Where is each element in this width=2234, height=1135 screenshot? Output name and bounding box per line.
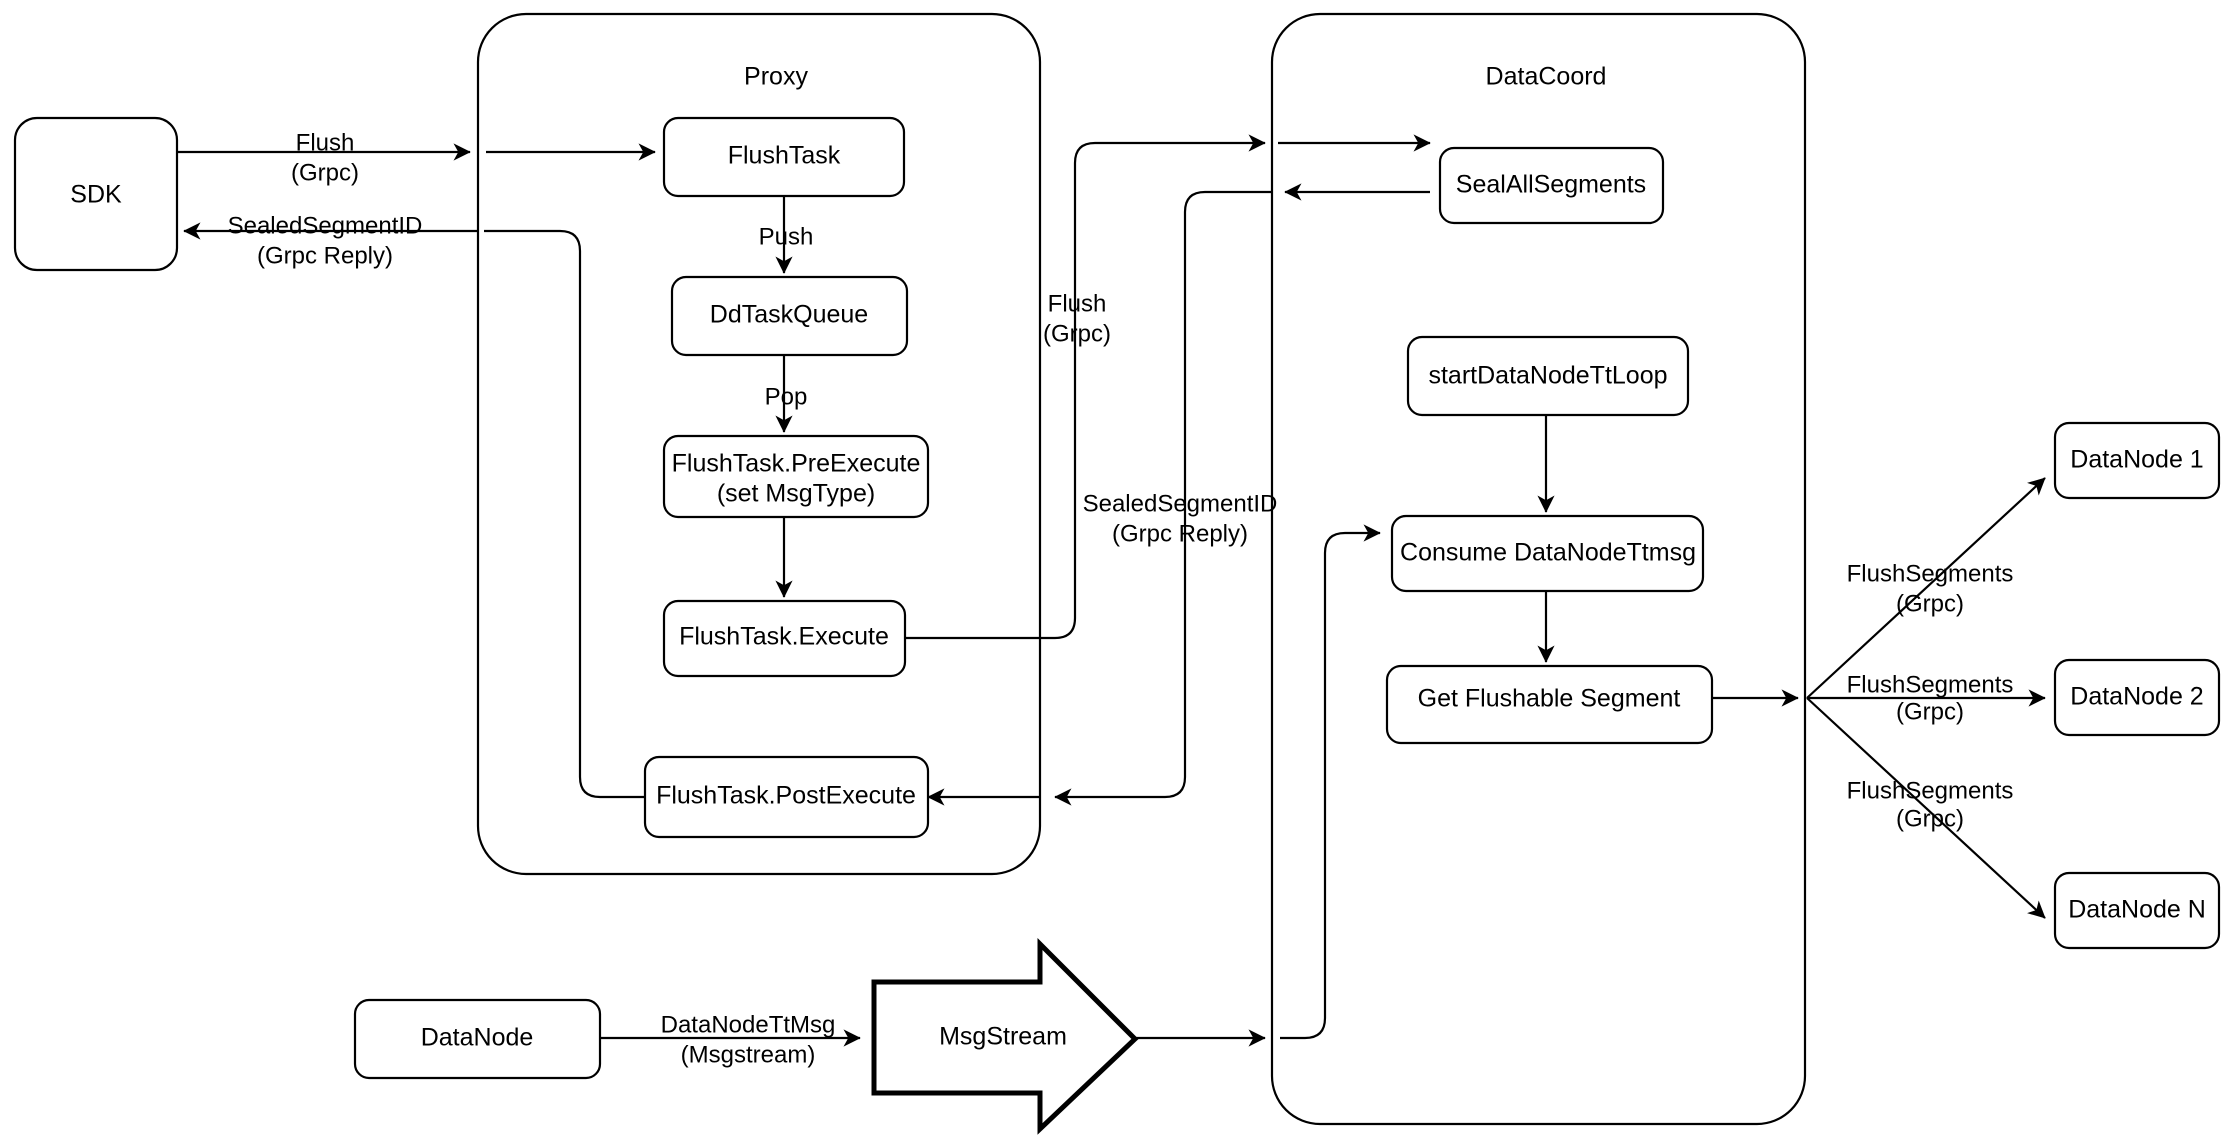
node-startdatanodettloop[interactable]: startDataNodeTtLoop (1406, 335, 1690, 417)
preexecute-label-line2: (set MsgType) (717, 480, 875, 508)
ddtaskqueue-box[interactable] (670, 275, 909, 357)
node-ddtaskqueue[interactable]: DdTaskQueue (670, 275, 909, 357)
datacoord-container-outline (1270, 12, 1807, 1126)
datanode-source-label: DataNode (421, 1024, 534, 1052)
label-pop: Pop (765, 383, 808, 410)
edge-hub-to-datanode1 (1806, 477, 2046, 699)
node-datanode-2[interactable]: DataNode 2 (2053, 658, 2221, 737)
preexecute-box[interactable] (662, 434, 930, 519)
container-datacoord: DataCoord (1270, 12, 1807, 1126)
label-flushsegments-n-line1: FlushSegments (1847, 777, 2014, 804)
label-datanodettmsg-line1: DataNodeTtMsg (661, 1011, 836, 1038)
node-flushtask-execute[interactable]: FlushTask.Execute (662, 599, 907, 678)
consume-datanodettmsg-box[interactable] (1390, 514, 1705, 593)
node-get-flushable-segment[interactable]: Get Flushable Segment (1385, 664, 1714, 745)
label-sdk-reply-line1: SealedSegmentID (228, 212, 423, 239)
node-flushtask-postexecute[interactable]: FlushTask.PostExecute (643, 755, 930, 839)
get-flushable-segment-box[interactable] (1385, 664, 1714, 745)
sealallsegments-label: SealAllSegments (1456, 171, 1646, 199)
edge-execute-to-sealallsegments (905, 134, 1266, 640)
postexecute-label: FlushTask.PostExecute (656, 782, 916, 810)
datanode-n-label: DataNode N (2068, 896, 2206, 924)
label-proxy-reply-line2: (Grpc Reply) (1112, 520, 1248, 547)
ddtaskqueue-label: DdTaskQueue (710, 301, 868, 329)
label-flushsegments-1-line2: (Grpc) (1896, 590, 1964, 617)
get-flushable-segment-label: Get Flushable Segment (1418, 685, 1681, 713)
label-sdk-flush-line2: (Grpc) (291, 159, 359, 186)
node-flushtask[interactable]: FlushTask (662, 116, 906, 198)
label-sdk-reply-line2: (Grpc Reply) (257, 242, 393, 269)
datanode-2-box[interactable] (2053, 658, 2221, 737)
node-sdk[interactable]: SDK (13, 116, 179, 272)
startdatanodettloop-label: startDataNodeTtLoop (1428, 362, 1667, 390)
label-sdk-flush-line1: Flush (296, 129, 355, 156)
msgstream-label: MsgStream (939, 1023, 1067, 1051)
msgstream-arrow-shape[interactable] (871, 937, 1139, 1135)
sdk-label: SDK (70, 181, 122, 209)
label-flushsegments-1-line1: FlushSegments (1847, 560, 2014, 587)
execute-label: FlushTask.Execute (679, 623, 889, 651)
label-datanodettmsg-line2: (Msgstream) (681, 1041, 816, 1068)
node-msgstream[interactable]: MsgStream (871, 937, 1139, 1135)
edge-postexecute-return-to-sdk (484, 229, 645, 799)
node-sealallsegments[interactable]: SealAllSegments (1438, 146, 1665, 225)
datanode-1-box[interactable] (2053, 421, 2221, 500)
label-proxy-reply-line1: SealedSegmentID (1083, 490, 1278, 517)
node-flushtask-preexecute[interactable]: FlushTask.PreExecute (set MsgType) (662, 434, 930, 519)
consume-datanodettmsg-label: Consume DataNodeTtmsg (1400, 539, 1696, 567)
label-flushsegments-2-line1: FlushSegments (1847, 671, 2014, 698)
datanode-1-label: DataNode 1 (2070, 446, 2203, 474)
label-proxy-flush-line2: (Grpc) (1043, 320, 1111, 347)
label-proxy-flush-line1: Flush (1048, 290, 1107, 317)
node-consume-datanodettmsg[interactable]: Consume DataNodeTtmsg (1390, 514, 1705, 593)
proxy-container-title: Proxy (744, 63, 808, 91)
startdatanodettloop-box[interactable] (1406, 335, 1690, 417)
edge-sealallsegments-reply-to-postexecute (1054, 190, 1272, 806)
datanode-n-box[interactable] (2053, 871, 2221, 950)
edge-datacoord-bottom-to-consume (1280, 524, 1381, 1040)
postexecute-box[interactable] (643, 755, 930, 839)
flushtask-label: FlushTask (728, 142, 841, 170)
container-proxy: Proxy (476, 12, 1042, 876)
execute-box[interactable] (662, 599, 907, 678)
node-datanode-source[interactable]: DataNode (353, 998, 602, 1080)
sdk-box[interactable] (13, 116, 179, 272)
datanode-source-box[interactable] (353, 998, 602, 1080)
label-flushsegments-2-line2: (Grpc) (1896, 698, 1964, 725)
node-datanode-n[interactable]: DataNode N (2053, 871, 2221, 950)
node-datanode-1[interactable]: DataNode 1 (2053, 421, 2221, 500)
preexecute-label-line1: FlushTask.PreExecute (672, 450, 921, 478)
flushtask-box[interactable] (662, 116, 906, 198)
proxy-container-outline (476, 12, 1042, 876)
datanode-2-label: DataNode 2 (2070, 683, 2203, 711)
edge-hub-to-datanoden (1806, 697, 2046, 919)
sealallsegments-box[interactable] (1438, 146, 1665, 225)
label-flushsegments-n-line2: (Grpc) (1896, 805, 1964, 832)
label-push: Push (759, 223, 814, 250)
datacoord-container-title: DataCoord (1486, 63, 1607, 91)
